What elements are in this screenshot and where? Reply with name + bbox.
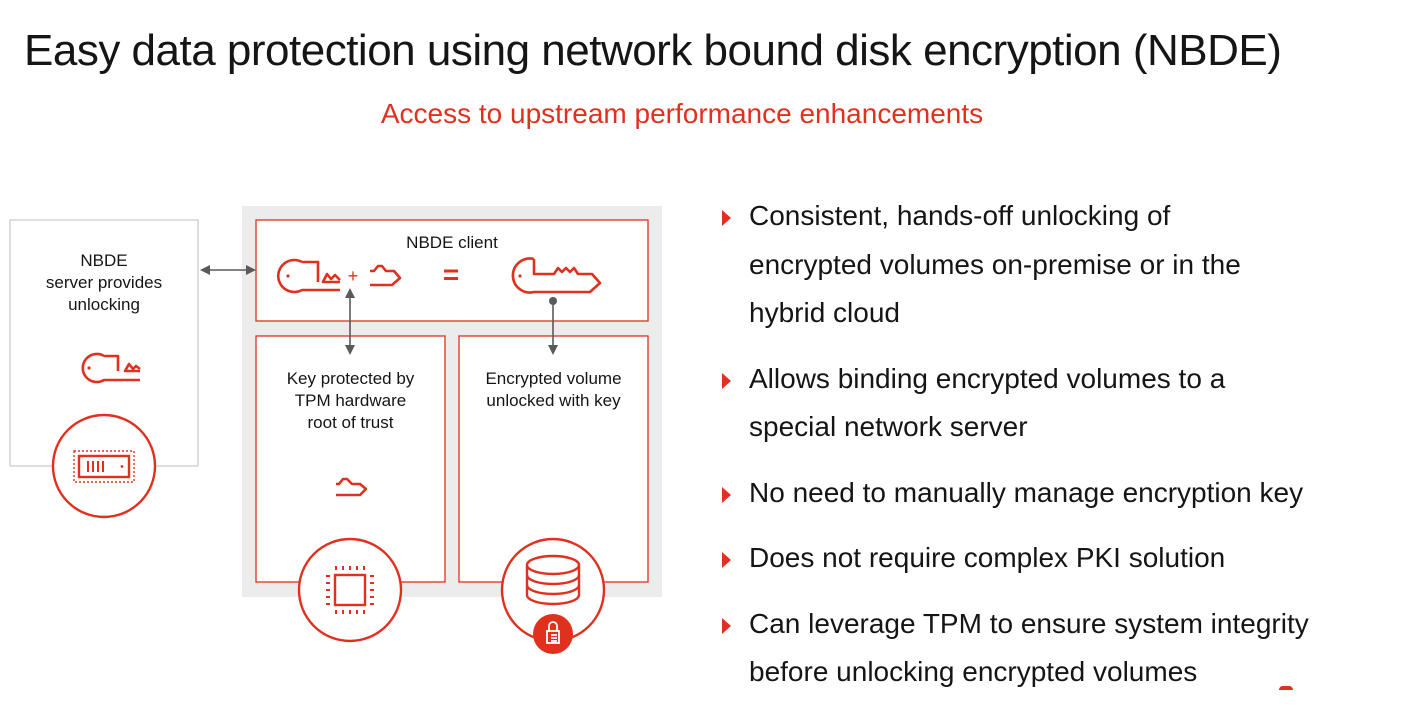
bullet-item: No need to manually manage encryption ke… <box>718 469 1418 518</box>
key-icon <box>81 352 141 384</box>
corner-mark-icon <box>1279 686 1293 690</box>
tpm-box-label: Key protected by TPM hardware root of tr… <box>286 369 415 432</box>
database-badge <box>500 537 606 654</box>
bullet-item: Consistent, hands-off unlocking of encry… <box>718 192 1418 338</box>
slide-subtitle: Access to upstream performance enhanceme… <box>380 98 984 129</box>
key-icon <box>276 258 341 294</box>
bullet-triangle-icon <box>722 617 731 634</box>
bullet-triangle-icon <box>722 372 731 389</box>
bullet-item: Does not require complex PKI solution <box>718 534 1418 583</box>
chip-badge <box>297 537 403 643</box>
nbde-diagram: + = <box>0 0 700 690</box>
key-fragment-icon <box>370 264 402 287</box>
key-fragment-icon <box>336 477 368 497</box>
diagram-graphics: + = <box>9 206 662 654</box>
lock-badge <box>533 614 573 654</box>
server-hardware-badge <box>51 413 157 519</box>
client-box-label: NBDE client <box>406 233 498 252</box>
slide-title: Easy data protection using network bound… <box>24 26 1282 75</box>
bullet-item: Allows binding encrypted volumes to a sp… <box>718 355 1418 452</box>
server-box-label: NBDE server provides unlocking <box>45 251 163 314</box>
bullet-triangle-icon <box>722 486 731 503</box>
bullet-item: Can leverage TPM to ensure system integr… <box>718 600 1418 697</box>
combined-key-icon <box>511 257 602 294</box>
volume-box-label: Encrypted volume unlocked with key <box>485 369 622 410</box>
bullet-list: Consistent, hands-off unlocking of encry… <box>718 192 1418 714</box>
client-box <box>255 219 649 322</box>
bullet-triangle-icon <box>722 210 731 226</box>
plus-sign: + <box>348 266 359 286</box>
equals-sign: = <box>443 259 459 290</box>
bullet-triangle-icon <box>722 552 731 568</box>
